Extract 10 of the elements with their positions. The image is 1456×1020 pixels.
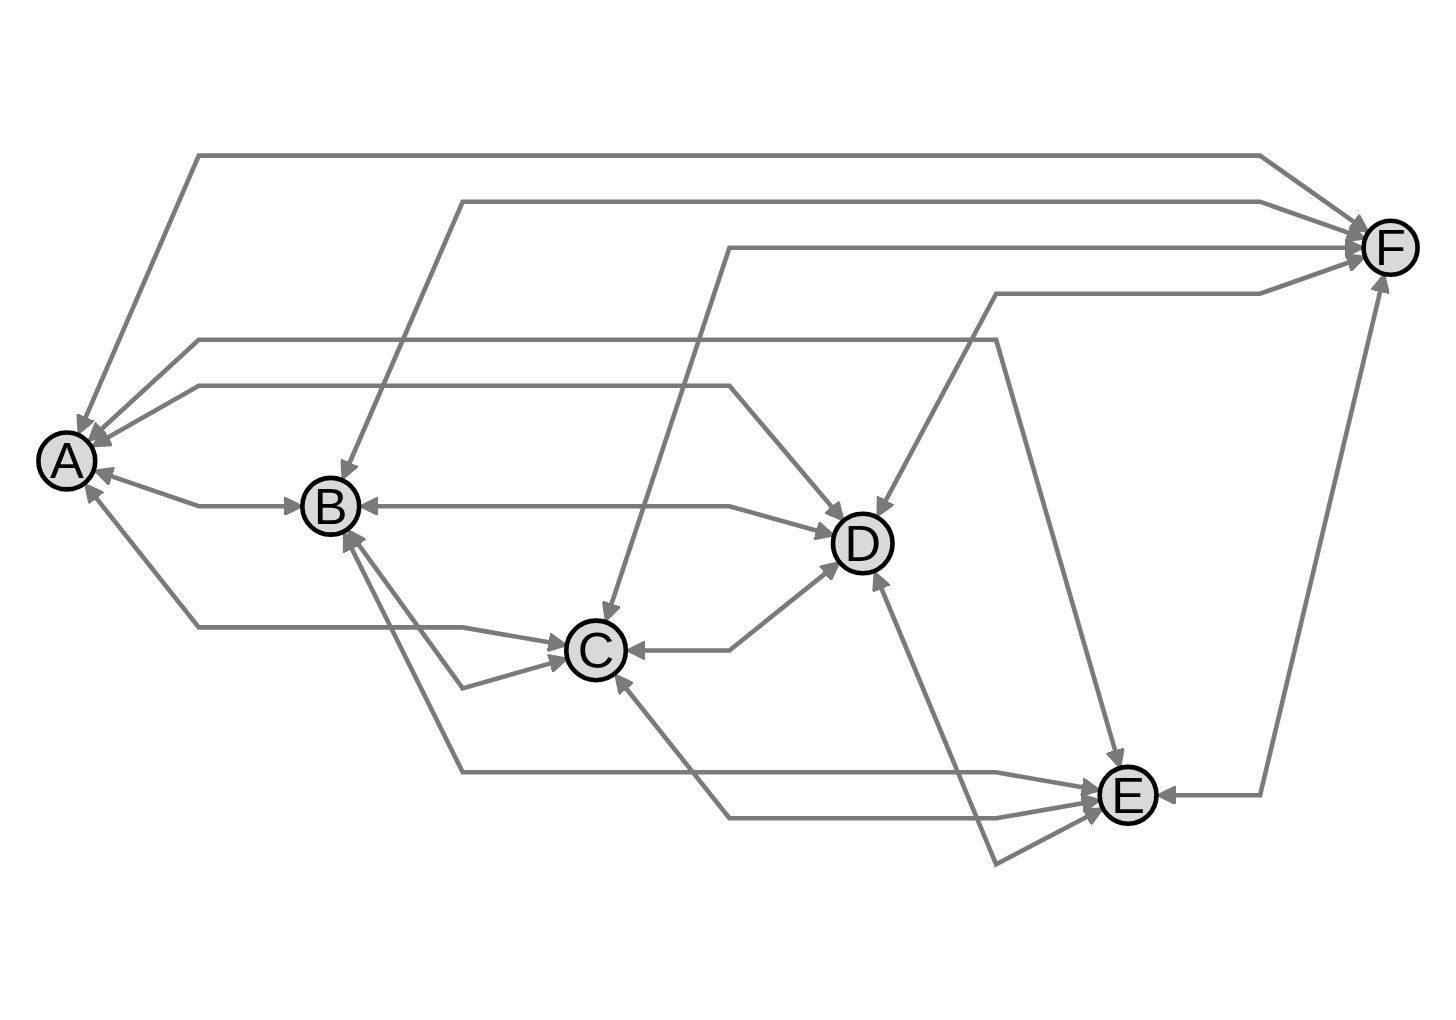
arrow — [87, 337, 1125, 769]
node-circle: E — [1097, 764, 1159, 826]
node-circle: A — [36, 430, 98, 492]
node-circle: D — [830, 511, 895, 576]
node-circle: F — [1361, 218, 1420, 277]
node-circle: B — [300, 475, 362, 537]
arrow — [91, 383, 845, 522]
node-circle: C — [564, 618, 629, 683]
arrow — [872, 570, 1104, 868]
arrow — [76, 153, 1370, 435]
